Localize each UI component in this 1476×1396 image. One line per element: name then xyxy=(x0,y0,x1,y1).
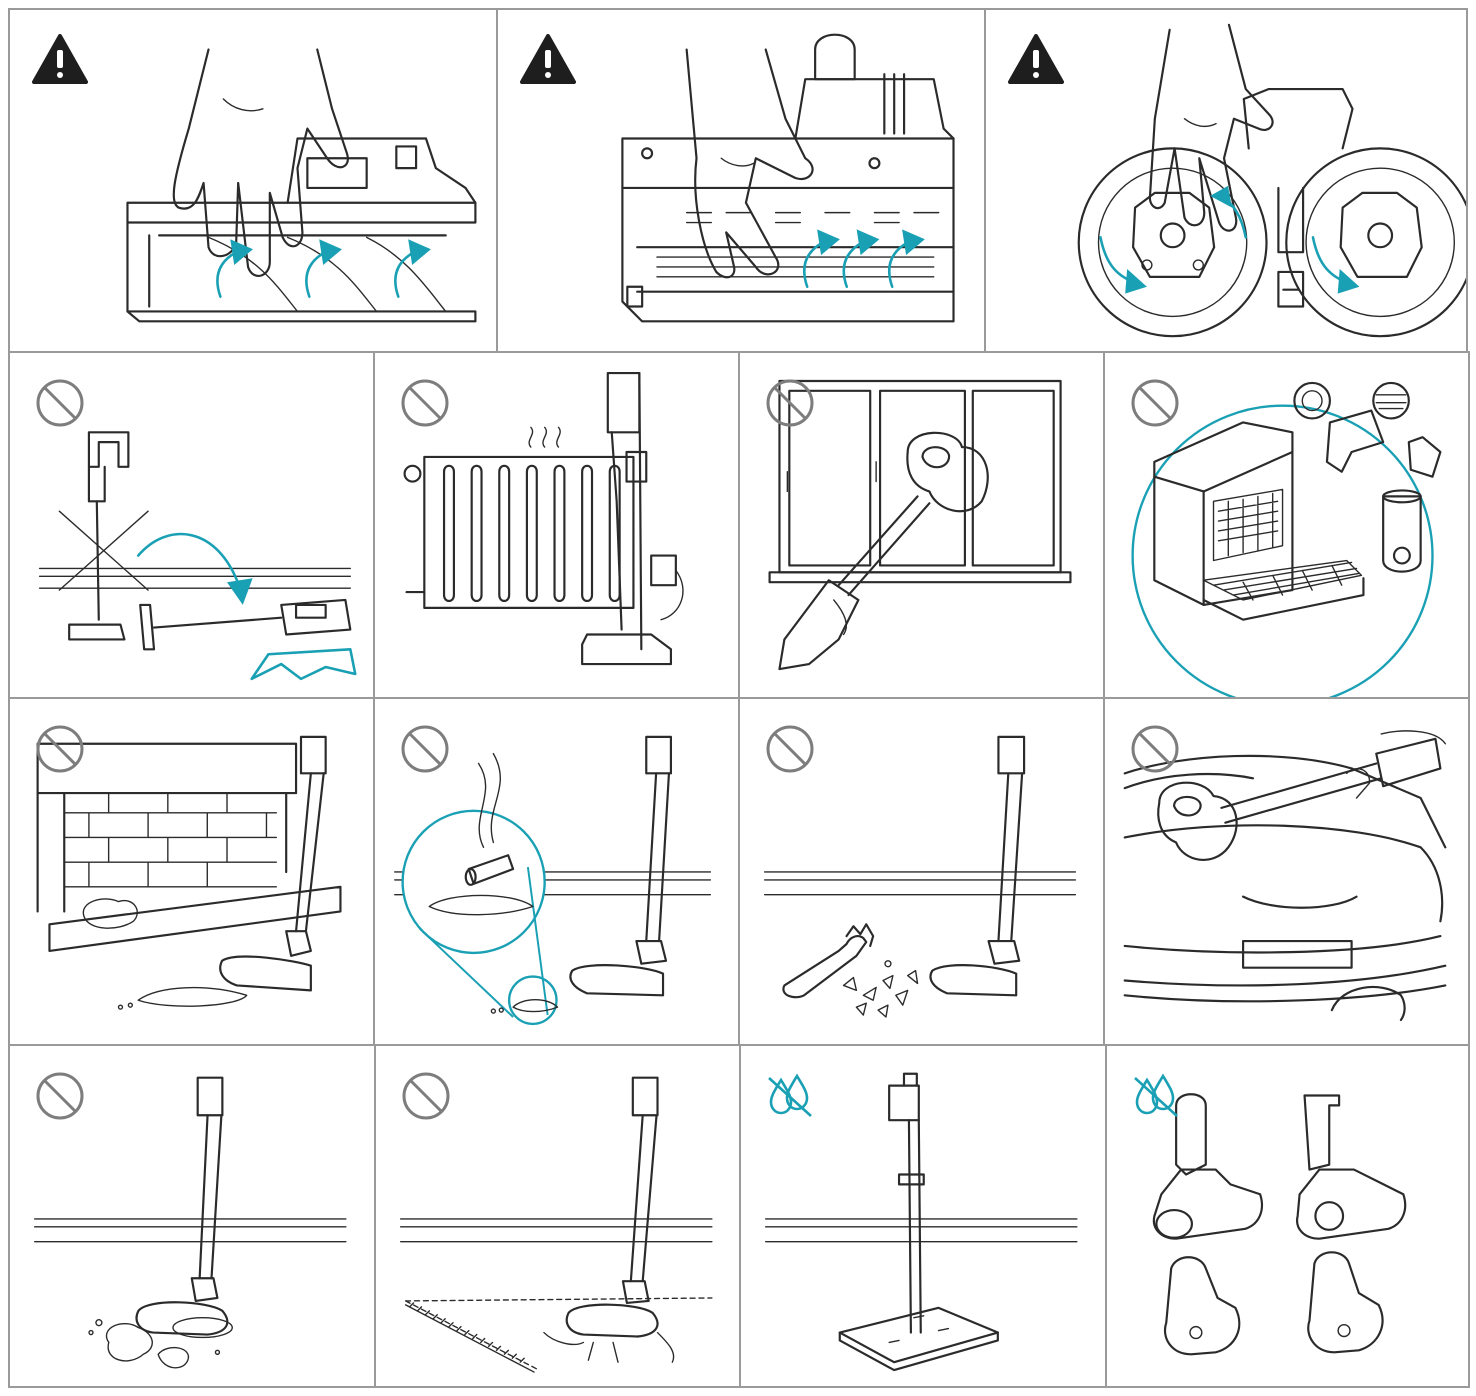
panel-no-carpet-mopping xyxy=(373,1044,741,1388)
no-dropping-illustration xyxy=(38,431,357,681)
row-prohibitions-3 xyxy=(8,1044,1470,1388)
warning-icon xyxy=(1008,34,1064,84)
panel-no-cigarette-butts xyxy=(373,697,740,1046)
panel-no-liquid-spills xyxy=(8,1044,376,1388)
no-cigarette-butts-illustration xyxy=(394,735,712,1026)
panel-no-heat-source xyxy=(373,351,740,699)
warning-icon xyxy=(32,34,88,84)
prohibited-icon xyxy=(36,725,84,773)
panel-no-dropping xyxy=(8,351,375,699)
panel-no-water-charging-base xyxy=(739,1044,1107,1388)
prohibited-icon xyxy=(766,725,814,773)
panel-no-window-cleaning xyxy=(738,351,1105,699)
no-car-cleaning-illustration xyxy=(1123,730,1447,1022)
no-liquid-spills-illustration xyxy=(34,1076,347,1369)
prohibited-icon xyxy=(1131,379,1179,427)
panel-no-fireplace-ash xyxy=(8,697,375,1046)
no-carpet-mopping-illustration xyxy=(399,1076,713,1373)
prohibited-icon xyxy=(36,1072,84,1120)
brushroll-removal-illustration xyxy=(126,48,477,323)
no-heat-source-illustration xyxy=(403,372,684,666)
row-prohibitions-1 xyxy=(8,351,1470,699)
row-warnings xyxy=(8,8,1468,353)
panel-no-car-cleaning xyxy=(1103,697,1470,1046)
no-water-icon xyxy=(768,1073,812,1117)
panel-roller-brush-removal xyxy=(496,8,986,353)
panel-mop-pad-rotation xyxy=(984,8,1468,353)
no-water-charging-base-illustration xyxy=(765,1072,1078,1372)
panel-brushroll-removal xyxy=(8,8,498,353)
no-dishwasher-illustration xyxy=(1131,381,1442,697)
prohibited-icon xyxy=(401,379,449,427)
panel-no-dishwasher xyxy=(1103,351,1470,699)
prohibited-icon xyxy=(36,379,84,427)
prohibited-icon xyxy=(766,379,814,427)
prohibited-icon xyxy=(1131,725,1179,773)
warning-icon xyxy=(520,34,576,84)
no-fireplace-ash-illustration xyxy=(36,735,342,1010)
prohibited-icon xyxy=(402,1072,449,1120)
no-water-nozzles-illustration xyxy=(1152,1093,1406,1356)
no-broken-glass-illustration xyxy=(763,735,1077,1018)
panel-no-broken-glass xyxy=(738,697,1105,1046)
row-prohibitions-2 xyxy=(8,697,1470,1046)
roller-brush-removal-illustration xyxy=(621,33,955,323)
prohibited-icon xyxy=(401,725,449,773)
panel-no-water-nozzles xyxy=(1104,1044,1470,1388)
lift-arrow-icon xyxy=(216,239,431,298)
no-water-icon xyxy=(1133,1073,1178,1117)
mop-pad-rotation-illustration xyxy=(1077,23,1466,338)
no-window-cleaning-illustration xyxy=(768,379,1072,671)
